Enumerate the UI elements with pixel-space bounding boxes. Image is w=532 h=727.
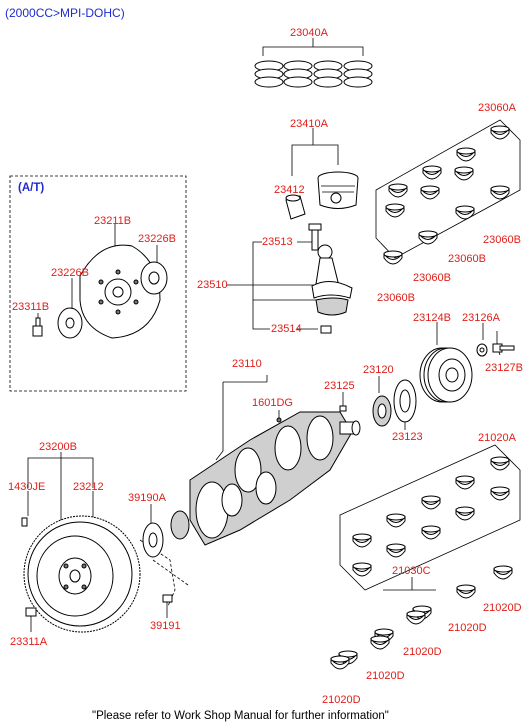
lower-bearing-shell-rim xyxy=(421,495,441,503)
part-label-21020D-e[interactable]: 21020D xyxy=(322,694,361,706)
part-label-39190A[interactable]: 39190A xyxy=(128,492,166,504)
upper-bearing-shell-rim xyxy=(490,125,510,133)
thrust-bearing-shell-rim xyxy=(493,565,513,573)
footer-note: "Please refer to Work Shop Manual for fu… xyxy=(92,710,389,722)
part-label-23040A[interactable]: 23040A xyxy=(290,27,328,39)
thrust-bearing-shell-rim xyxy=(370,635,390,643)
part-label-23212[interactable]: 23212 xyxy=(73,481,104,493)
part-label-23226B-b[interactable]: 23226B xyxy=(51,267,89,279)
part-label-21020D-b[interactable]: 21020D xyxy=(448,622,487,634)
lower-bearing-shell-rim xyxy=(386,543,406,551)
part-label-21020D-a[interactable]: 21020D xyxy=(483,602,522,614)
lower-bearing-shell-rim xyxy=(352,562,372,570)
lower-bearing-shell-rim xyxy=(352,533,372,541)
part-label-23124B[interactable]: 23124B xyxy=(413,312,451,324)
lower-bearing-shell-rim xyxy=(455,506,475,514)
lower-bearing-shell-rim xyxy=(455,475,475,483)
bearing-set-lower xyxy=(339,444,521,591)
at-drive-plate-box xyxy=(9,175,187,392)
part-label-39191[interactable]: 39191 xyxy=(150,620,181,632)
thrust-bearing-shell-rim xyxy=(330,655,350,663)
part-label-23060B-b[interactable]: 23060B xyxy=(448,253,486,265)
piston-assembly xyxy=(285,128,359,220)
upper-bearing-shell-rim xyxy=(420,185,440,193)
upper-bearing-shell-rim xyxy=(490,185,510,193)
thrust-bearing-shell-rim xyxy=(406,610,426,618)
part-label-23127B[interactable]: 23127B xyxy=(485,362,523,374)
part-label-23226B-a[interactable]: 23226B xyxy=(138,233,176,245)
part-label-23513[interactable]: 23513 xyxy=(262,236,293,248)
at-box-title: (A/T) xyxy=(18,182,45,194)
upper-bearing-shell-rim xyxy=(455,205,475,213)
part-label-23060A[interactable]: 23060A xyxy=(478,102,516,114)
part-label-23110[interactable]: 23110 xyxy=(232,358,262,370)
upper-bearing-shell-rim xyxy=(422,165,442,173)
part-label-21020D-d[interactable]: 21020D xyxy=(366,670,405,682)
part-label-1430JE[interactable]: 1430JE xyxy=(8,481,46,493)
part-label-23410A[interactable]: 23410A xyxy=(290,118,328,130)
part-label-21020A[interactable]: 21020A xyxy=(478,432,516,444)
upper-bearing-shell-rim xyxy=(456,147,476,155)
part-label-21030C[interactable]: 21030C xyxy=(392,565,431,577)
lower-bearing-shell-rim xyxy=(490,486,510,494)
engine-variant-header: (2000CC>MPI-DOHC) xyxy=(5,6,125,20)
part-label-23311B[interactable]: 23311B xyxy=(12,301,50,313)
part-label-23200B[interactable]: 23200B xyxy=(39,441,77,453)
part-label-23060B-d[interactable]: 23060B xyxy=(377,292,415,304)
part-label-23060B-c[interactable]: 23060B xyxy=(413,272,451,284)
part-label-23514[interactable]: 23514 xyxy=(271,323,302,335)
bearing-set-upper xyxy=(375,119,521,265)
part-label-23123[interactable]: 23123 xyxy=(392,431,423,443)
part-label-21020D-c[interactable]: 21020D xyxy=(403,646,442,658)
thrust-bearing-shell-rim xyxy=(374,628,394,636)
part-label-23311A[interactable]: 23311A xyxy=(10,636,48,648)
part-label-23510[interactable]: 23510 xyxy=(197,279,228,291)
crank-sprocket-assembly xyxy=(339,376,417,430)
thrust-bearing-set xyxy=(330,565,513,670)
part-label-23126A[interactable]: 23126A xyxy=(462,312,500,324)
upper-bearing-shell-rim xyxy=(454,166,474,174)
crank-pulley-assembly xyxy=(419,322,515,403)
connecting-rod-assembly xyxy=(226,223,353,334)
part-label-23412[interactable]: 23412 xyxy=(274,184,305,196)
part-label-23125[interactable]: 23125 xyxy=(324,380,355,392)
piston-rings-set xyxy=(254,38,373,88)
crankshaft xyxy=(189,375,361,546)
upper-bearing-shell-rim xyxy=(385,203,405,211)
lower-bearing-shell-rim xyxy=(490,456,510,464)
lower-bearing-shell-rim xyxy=(421,525,441,533)
upper-bearing-shell-rim xyxy=(418,230,438,238)
thrust-bearing-shell-rim xyxy=(456,584,476,592)
flywheel-assembly xyxy=(21,452,176,633)
upper-bearing-shell-rim xyxy=(388,183,408,191)
part-label-1601DG[interactable]: 1601DG xyxy=(252,397,293,409)
part-label-23211B[interactable]: 23211B xyxy=(94,215,132,227)
lower-bearing-shell-rim xyxy=(386,513,406,521)
sensor-wheel-assembly xyxy=(142,504,190,618)
part-label-23120[interactable]: 23120 xyxy=(363,364,394,376)
upper-bearing-shell-rim xyxy=(383,250,403,258)
part-label-23060B-a[interactable]: 23060B xyxy=(483,234,521,246)
